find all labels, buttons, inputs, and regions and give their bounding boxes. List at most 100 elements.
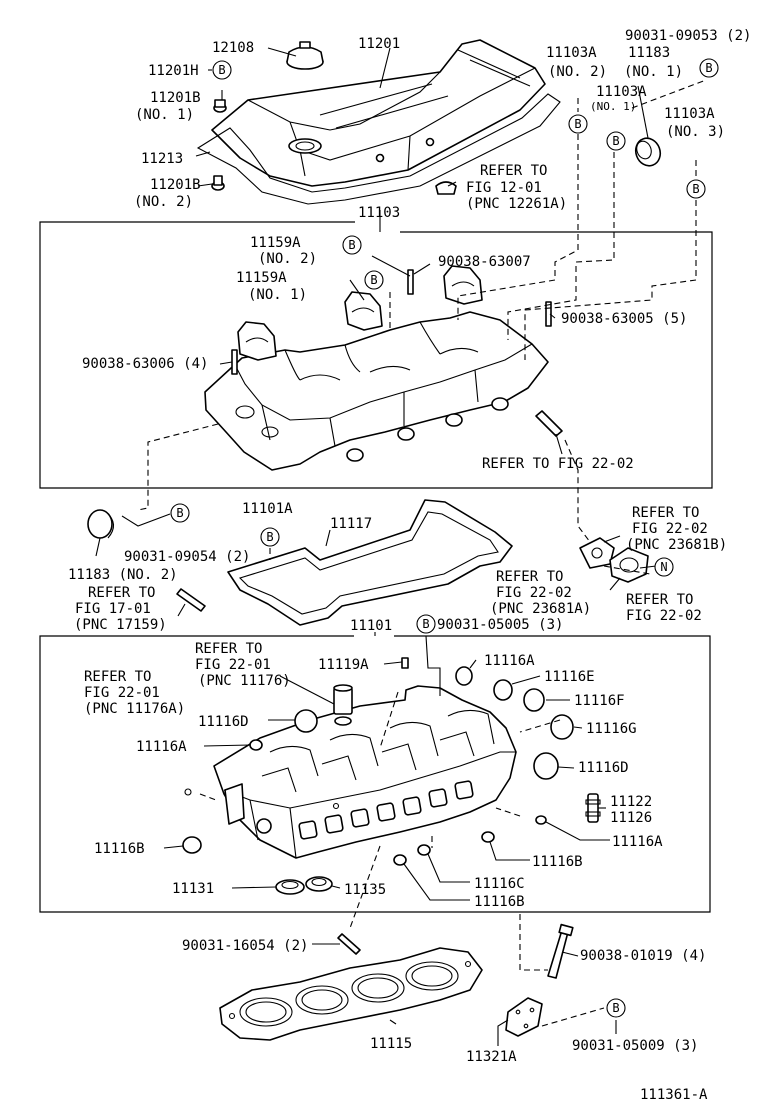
camshaft-housing <box>204 311 549 471</box>
marker-b-90031-09053: B <box>699 58 719 78</box>
bearing-cap-11159a-no1 <box>344 291 383 331</box>
stud-90031-16054 <box>337 933 361 955</box>
label-90038-63005: 90038-63005 (5) <box>561 311 687 327</box>
label-90038-01019: 90038-01019 (4) <box>580 948 706 964</box>
label-refer-17-01-c: (PNC 17159) <box>74 617 167 633</box>
head-cover-gasket <box>196 93 561 205</box>
plug-11183-no2 <box>87 509 115 539</box>
label-11116a-top: 11116A <box>484 653 535 669</box>
camshaft-housing-gasket <box>227 499 513 626</box>
label-11201b-no2-sub: (NO. 2) <box>134 194 193 210</box>
label-11201h: 11201H <box>148 63 199 79</box>
stud-refer-22-02 <box>535 410 563 437</box>
label-11116b-bottom: 11116B <box>474 894 525 910</box>
label-refer-22-02-b3: (PNC 23681B) <box>626 537 727 553</box>
leader-lines <box>95 47 657 1046</box>
marker-b-11103a-no1: B <box>606 131 626 151</box>
bearing-cap-11159a-no2 <box>443 265 483 305</box>
plug-11116d-right <box>533 752 559 780</box>
cylinder-head-frame <box>39 635 711 913</box>
label-refer-12-01-c: (PNC 12261A) <box>466 196 567 212</box>
marker-b-11103a-no3: B <box>686 179 706 199</box>
plug-11116b-left <box>182 836 202 854</box>
label-refer-22-02-b1: REFER TO <box>632 505 699 521</box>
label-90031-09053: 90031-09053 (2) <box>625 28 751 44</box>
seal-11131 <box>275 879 305 895</box>
label-11103a-no1: 11103A <box>596 84 647 100</box>
label-11101: 11101 <box>350 618 392 634</box>
label-refer-22-01-b2: FIG 22-01 <box>84 685 160 701</box>
valve-lifter <box>333 684 353 726</box>
label-11201: 11201 <box>358 36 400 52</box>
plug-11116b-right <box>481 831 495 843</box>
label-11183-no1-sub: (NO. 1) <box>624 64 683 80</box>
label-11103a-no2-sub: (NO. 2) <box>548 64 607 80</box>
stud-90038-63007 <box>407 269 414 295</box>
figure-id: 111361-A <box>640 1087 708 1103</box>
label-90031-05009: 90031-05009 (3) <box>572 1038 698 1054</box>
label-90038-63007: 90038-63007 <box>438 254 531 270</box>
label-11116d-right: 11116D <box>578 760 629 776</box>
svg-text:B: B <box>612 134 619 148</box>
label-11201b-no2: 11201B <box>150 177 201 193</box>
label-11183-no2: 11183 (NO. 2) <box>68 567 178 583</box>
label-11321a: 11321A <box>466 1049 517 1065</box>
grommet-no2 <box>211 175 225 191</box>
label-90031-05005: 90031-05005 (3) <box>437 617 563 633</box>
label-11213: 11213 <box>141 151 183 167</box>
cylinder-head <box>184 685 517 859</box>
label-90031-16054: 90031-16054 (2) <box>182 938 308 954</box>
label-refer-22-02-d1: REFER TO <box>626 592 693 608</box>
marker-n-refer-22-02: N <box>654 557 674 577</box>
marker-b-90031-05009: B <box>606 998 626 1018</box>
plug-11116a-right <box>535 815 547 825</box>
part-labels: 12108 11201 11201H 11201B (NO. 1) 11213 … <box>68 28 751 1103</box>
label-11103a-no3-sub: (NO. 3) <box>666 124 725 140</box>
plug-11116b-bottom <box>393 854 407 866</box>
label-refer-22-01-a1: REFER TO <box>195 641 262 657</box>
label-11116f: 11116F <box>574 693 625 709</box>
label-11117: 11117 <box>330 516 372 532</box>
plug-11116e <box>493 679 513 701</box>
label-11183-no1: 11183 <box>628 45 670 61</box>
seal-11135 <box>305 876 333 892</box>
label-refer-22-01-b1: REFER TO <box>84 669 151 685</box>
label-11201b-no1-sub: (NO. 1) <box>135 107 194 123</box>
label-11103a-no2: 11103A <box>546 45 597 61</box>
oil-filler-cap <box>286 41 324 70</box>
pipe-11122 <box>585 793 601 823</box>
label-refer-17-01-b: FIG 17-01 <box>75 601 151 617</box>
marker-b-90031-05005: B <box>416 614 436 634</box>
label-refer-22-01-b3: (PNC 11176A) <box>84 701 185 717</box>
svg-text:N: N <box>660 560 667 574</box>
label-11103: 11103 <box>358 205 400 221</box>
head-cover-frame <box>39 221 713 489</box>
label-11201b-no1: 11201B <box>150 90 201 106</box>
label-refer-22-02-d2: FIG 22-02 <box>626 608 702 624</box>
marker-b-11159a-no2: B <box>342 235 362 255</box>
marker-b-90031-09054: B <box>170 503 190 523</box>
label-refer-12-01-b: FIG 12-01 <box>466 180 542 196</box>
label-11159a-no1-sub: (NO. 1) <box>248 287 307 303</box>
label-refer-22-01-a3: (PNC 11176) <box>198 673 291 689</box>
label-11116g: 11116G <box>586 721 637 737</box>
label-refer-22-02-b2: FIG 22-02 <box>632 521 708 537</box>
svg-text:B: B <box>574 117 581 131</box>
label-11159a-no2: 11159A <box>250 235 301 251</box>
label-11135: 11135 <box>344 882 386 898</box>
plug-11183-no1 <box>634 137 662 167</box>
bearing-cap-11159a-left <box>237 321 277 361</box>
water-outlet-flange <box>609 547 649 583</box>
label-11126: 11126 <box>610 810 652 826</box>
plug-11116a-left <box>249 739 263 751</box>
label-11101a: 11101A <box>242 501 293 517</box>
svg-text:B: B <box>422 617 429 631</box>
label-11122: 11122 <box>610 794 652 810</box>
label-refer-22-02-c3: (PNC 23681A) <box>490 601 591 617</box>
label-11116e: 11116E <box>544 669 595 685</box>
label-11116d-left: 11116D <box>198 714 249 730</box>
cover-plate-11321a <box>505 997 543 1037</box>
label-refer-22-02-c1: REFER TO <box>496 569 563 585</box>
stud-90038-63005 <box>545 301 552 327</box>
